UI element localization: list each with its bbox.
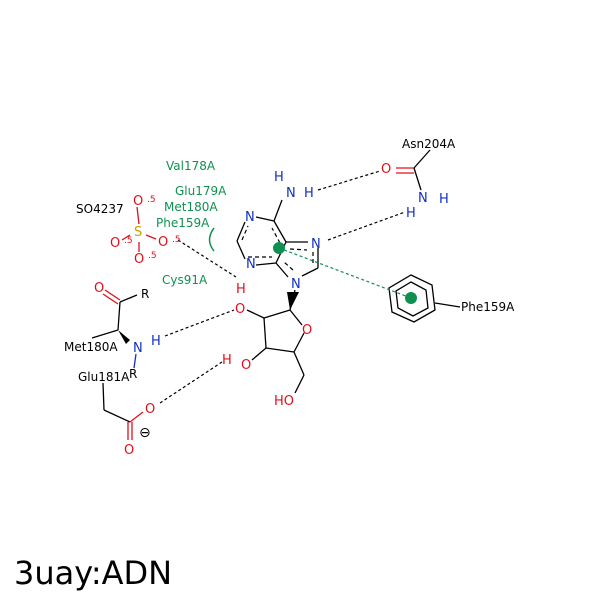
so4237-bonds bbox=[121, 206, 157, 252]
atom-so4-o1: O bbox=[133, 194, 143, 209]
atom-n6: N bbox=[286, 186, 296, 201]
atom-o3: O bbox=[241, 358, 251, 373]
glu181a-bonds bbox=[102, 382, 144, 440]
charge-so4-o1: .5 bbox=[147, 195, 156, 205]
ribose-bonds bbox=[246, 289, 305, 394]
residue-label-glu181a: Glu181A bbox=[78, 370, 130, 384]
atom-so4-o3: O bbox=[158, 235, 168, 250]
asn204a-bonds bbox=[396, 149, 431, 191]
atom-so4-o2: O bbox=[110, 236, 120, 251]
atom-n7: N bbox=[311, 237, 321, 252]
atom-met-h: H bbox=[151, 334, 161, 349]
charge-glu-minus: ⊖ bbox=[139, 425, 151, 441]
atom-o5-hydroxyl: HO bbox=[274, 394, 294, 409]
residue-label-glu179a: Glu179A bbox=[175, 184, 227, 198]
atom-asn-n: N bbox=[418, 191, 428, 206]
residue-label-so4237: SO4237 bbox=[76, 202, 124, 216]
atom-h-o3: H bbox=[222, 353, 232, 368]
pi-stacking bbox=[273, 242, 417, 304]
charge-so4-o3: .5 bbox=[172, 235, 181, 245]
atom-met-n: N bbox=[133, 341, 143, 356]
residue-label-phe159a-contact: Phe159A bbox=[156, 216, 210, 230]
pi-centroid-phe159a bbox=[405, 292, 417, 304]
residue-label-asn204a: Asn204A bbox=[402, 137, 456, 151]
hydrogen-bonds bbox=[159, 170, 406, 404]
atom-n1: N bbox=[245, 210, 255, 225]
charge-so4-o4: .5 bbox=[148, 251, 157, 261]
atom-met-r2: R bbox=[129, 367, 137, 381]
met180a-bonds bbox=[91, 289, 138, 369]
residue-label-cys91a: Cys91A bbox=[162, 273, 208, 287]
page-title: 3uay:ADN bbox=[14, 554, 172, 592]
atom-n3: N bbox=[246, 257, 256, 272]
atom-asn-h2: H bbox=[406, 206, 416, 221]
residue-label-phe159a-pi: Phe159A bbox=[461, 300, 515, 314]
atom-h6a: H bbox=[274, 170, 284, 185]
atom-met-r1: R bbox=[141, 287, 149, 301]
atom-so4-o4: O bbox=[134, 252, 144, 267]
atom-glu-o2: O bbox=[124, 443, 134, 458]
atom-asn-h1: H bbox=[439, 192, 449, 207]
atom-asn-o: O bbox=[381, 162, 391, 177]
residue-label-met180a: Met180A bbox=[64, 340, 118, 354]
residue-label-val178a: Val178A bbox=[166, 159, 216, 173]
atom-o2: O bbox=[235, 302, 245, 317]
atom-o4-ring: O bbox=[302, 323, 312, 338]
atom-met-o: O bbox=[94, 281, 104, 296]
atom-h-o2: H bbox=[236, 282, 246, 297]
atom-n9: N bbox=[291, 277, 301, 292]
charge-so4-o2: .5 bbox=[124, 236, 133, 246]
pi-centroid-adenine bbox=[273, 242, 285, 254]
hydrophobic-arc bbox=[208, 227, 215, 252]
atom-h6b: H bbox=[304, 186, 314, 201]
phe159a-ring bbox=[388, 274, 461, 323]
atom-glu-o1: O bbox=[145, 402, 155, 417]
residue-label-met180a-contact: Met180A bbox=[164, 200, 218, 214]
atom-s: S bbox=[134, 225, 142, 240]
